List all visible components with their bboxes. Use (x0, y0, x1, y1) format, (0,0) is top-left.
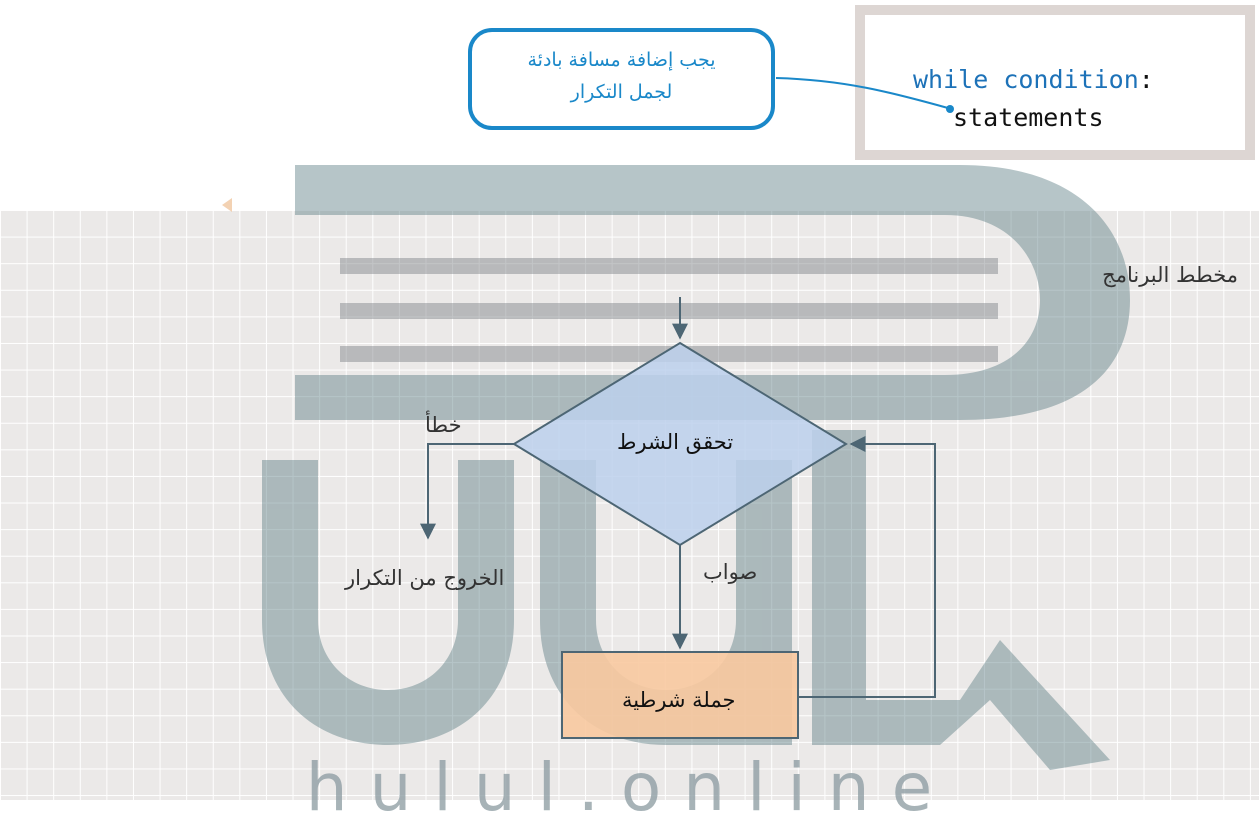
loop-back-arrow (798, 436, 936, 698)
code-line-while: while condition: (913, 65, 1154, 94)
statement-box (561, 651, 799, 739)
indent-note-callout: يجب إضافة مسافة بادئة لجمل التكرار (468, 28, 775, 130)
code-box: while condition: statements (855, 5, 1255, 160)
statement-label: جملة شرطية (622, 688, 736, 712)
diagram-title: مخطط البرنامج (1102, 263, 1238, 287)
note-line-2: لجمل التكرار (570, 81, 673, 103)
callout-dot (946, 105, 954, 113)
false-arrow (420, 443, 514, 540)
true-label: صواب (703, 560, 758, 584)
watermark-text: hulul.online (305, 749, 955, 826)
code-colon: : (1138, 65, 1154, 94)
code-condition: condition (988, 65, 1139, 94)
false-label: خطأ (425, 413, 462, 437)
code-line-statements: statements (953, 103, 1104, 132)
decision-label: تحقق الشرط (617, 430, 734, 454)
exit-label: الخروج من التكرار (345, 566, 505, 590)
callout-connector (775, 77, 949, 109)
note-line-1: يجب إضافة مسافة بادئة (527, 49, 716, 71)
code-keyword: while (913, 65, 989, 94)
